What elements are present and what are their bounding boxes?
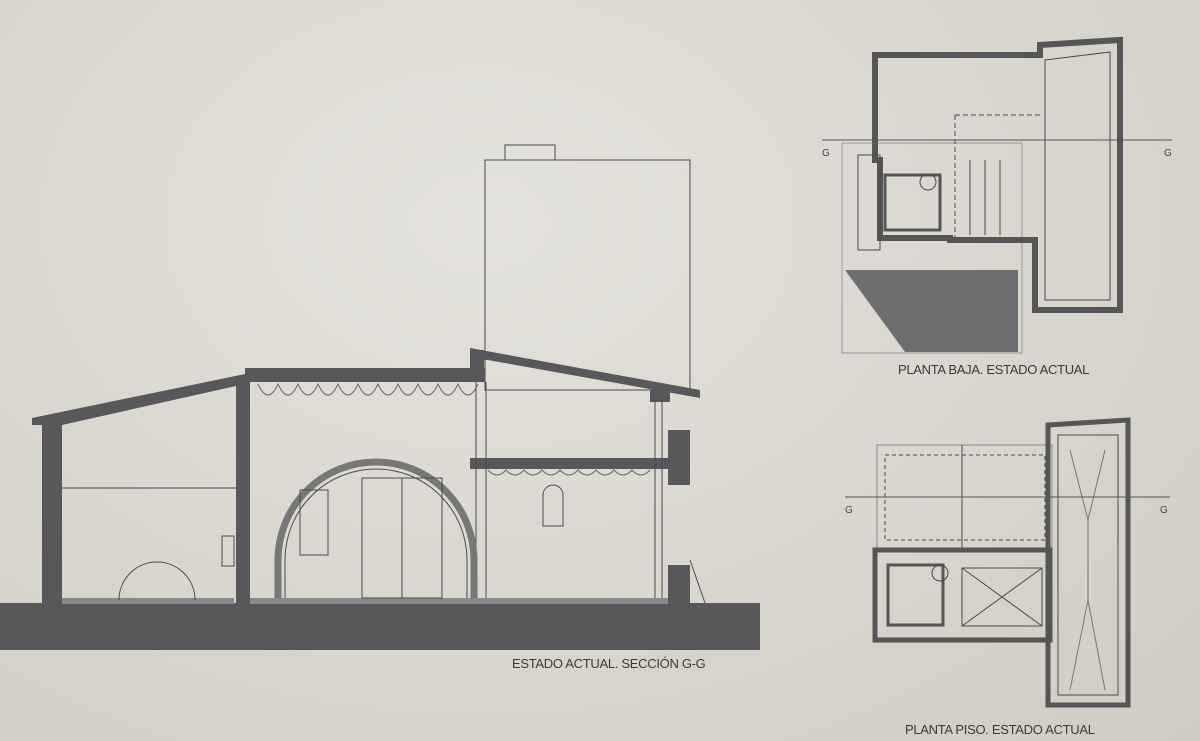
plan-ground-title: PLANTA BAJA. ESTADO ACTUAL [898,362,1090,377]
left-wall [42,420,62,605]
tower-outline [484,159,691,391]
ground-slab [0,603,760,650]
hatched-area [845,270,1018,352]
cut-marker-right: G [1164,148,1172,159]
section-g-g [0,144,760,650]
middle-roof-beam [245,368,485,382]
plan-ground-floor [822,36,1172,354]
right-post-upper [668,430,690,485]
cut-marker-left: G [845,505,853,516]
section-title: ESTADO ACTUAL. SECCIÓN G-G [512,656,706,671]
roof-tiles [257,382,651,476]
plan-upper-floor [845,417,1170,708]
cut-marker-left: G [822,148,830,159]
plan-upper-title: PLANTA PISO. ESTADO ACTUAL [905,722,1095,737]
left-roof [32,374,245,425]
right-roof [470,348,700,398]
right-post-lower [668,565,690,605]
chimney [504,144,556,161]
middle-wall [236,380,250,605]
cut-marker-right: G [1160,505,1168,516]
floor-beam [470,458,670,469]
left-arch [118,561,196,601]
window-arch [542,484,564,527]
main-arch [274,458,478,598]
